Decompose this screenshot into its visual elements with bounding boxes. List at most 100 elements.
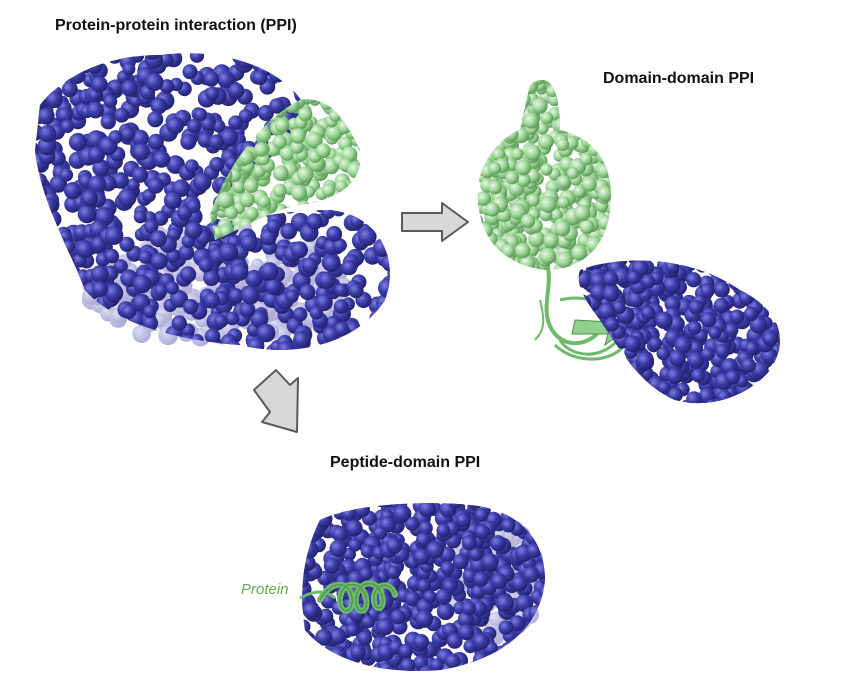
atom-sphere xyxy=(593,246,607,261)
atom-sphere xyxy=(700,347,715,362)
atom-sphere xyxy=(40,197,57,214)
atom-sphere xyxy=(477,80,491,84)
atom-sphere xyxy=(238,149,255,166)
atom-sphere xyxy=(487,118,503,135)
atom-sphere xyxy=(478,256,492,270)
atom-sphere xyxy=(35,201,40,217)
atom-sphere xyxy=(256,127,272,143)
atom-sphere xyxy=(499,121,513,135)
atom-sphere xyxy=(335,94,352,111)
atom-sphere xyxy=(754,260,769,264)
atom-sphere xyxy=(619,368,634,383)
atom-sphere xyxy=(356,120,376,140)
atom-sphere xyxy=(302,539,309,556)
atom-sphere xyxy=(446,633,463,649)
atom-sphere xyxy=(326,655,340,670)
atom-sphere xyxy=(601,125,611,140)
atom-sphere xyxy=(302,543,309,558)
atom-sphere xyxy=(768,260,780,278)
atom-sphere xyxy=(104,248,120,264)
peptide-helix xyxy=(299,580,398,614)
atom-sphere xyxy=(341,259,358,276)
atom-sphere xyxy=(545,67,558,80)
atom-sphere xyxy=(771,380,780,397)
atom-sphere xyxy=(515,503,529,509)
atom-sphere xyxy=(504,263,520,270)
atom-sphere xyxy=(521,80,538,95)
atom-sphere xyxy=(485,202,500,217)
atom-sphere xyxy=(601,370,619,388)
atom-sphere xyxy=(452,553,469,570)
atom-sphere xyxy=(367,142,384,159)
atom-sphere xyxy=(423,590,437,604)
atom-sphere xyxy=(372,167,387,183)
atom-sphere xyxy=(589,260,605,269)
atom-sphere xyxy=(584,101,598,115)
atom-sphere xyxy=(289,351,303,365)
atom-sphere xyxy=(386,340,390,350)
atom-sphere xyxy=(753,260,770,265)
atom-sphere xyxy=(729,309,745,325)
atom-sphere xyxy=(691,260,705,264)
atom-sphere xyxy=(510,100,525,115)
atom-sphere xyxy=(723,260,740,272)
atom-sphere xyxy=(46,56,64,73)
atom-sphere xyxy=(511,83,529,101)
atom-sphere xyxy=(59,168,74,182)
atom-sphere xyxy=(687,351,705,369)
atom-sphere xyxy=(335,180,348,193)
atom-sphere xyxy=(601,368,619,386)
atom-sphere xyxy=(708,260,726,266)
atom-sphere xyxy=(539,195,557,213)
atom-sphere xyxy=(490,96,503,110)
atom-sphere xyxy=(228,82,245,99)
atom-sphere xyxy=(426,541,444,559)
atom-sphere xyxy=(122,62,136,76)
atom-sphere xyxy=(501,518,516,533)
atom-sphere xyxy=(97,350,115,368)
atom-sphere xyxy=(467,660,484,671)
atom-sphere xyxy=(334,321,350,337)
atom-sphere xyxy=(178,244,195,261)
atom-sphere xyxy=(336,99,352,109)
atom-sphere xyxy=(318,59,336,77)
atom-sphere xyxy=(348,538,362,552)
atom-sphere xyxy=(104,226,124,245)
atom-sphere xyxy=(600,82,611,97)
atom-sphere xyxy=(77,330,92,344)
atom-sphere xyxy=(573,204,591,222)
atom-sphere xyxy=(302,665,308,671)
atom-sphere xyxy=(520,503,538,520)
atom-sphere xyxy=(768,376,780,395)
atom-sphere xyxy=(343,104,357,118)
atom-sphere xyxy=(239,192,255,208)
atom-sphere xyxy=(477,118,486,133)
atom-sphere xyxy=(302,619,306,635)
atom-sphere xyxy=(384,346,390,350)
atom-sphere xyxy=(519,658,534,671)
atom-sphere xyxy=(633,388,650,404)
atom-sphere xyxy=(756,281,772,296)
atom-sphere xyxy=(302,516,312,533)
atom-sphere xyxy=(608,393,623,404)
atom-sphere xyxy=(145,72,164,92)
atom-sphere xyxy=(361,615,375,629)
atom-sphere xyxy=(762,331,778,347)
atom-sphere xyxy=(592,81,608,97)
atom-sphere xyxy=(302,655,309,671)
atom-sphere xyxy=(239,301,256,318)
atom-sphere xyxy=(376,318,390,338)
atom-sphere xyxy=(773,260,780,262)
atom-sphere xyxy=(606,150,611,164)
atom-sphere xyxy=(363,111,380,128)
atom-sphere xyxy=(335,61,349,75)
atom-sphere xyxy=(491,147,506,161)
atom-sphere xyxy=(370,114,389,133)
atom-sphere xyxy=(743,306,759,322)
atom-sphere xyxy=(86,101,104,119)
atom-sphere xyxy=(175,347,191,350)
atom-sphere xyxy=(56,344,75,350)
atom-sphere xyxy=(594,130,608,144)
atom-sphere xyxy=(485,249,502,266)
atom-sphere xyxy=(515,658,532,671)
